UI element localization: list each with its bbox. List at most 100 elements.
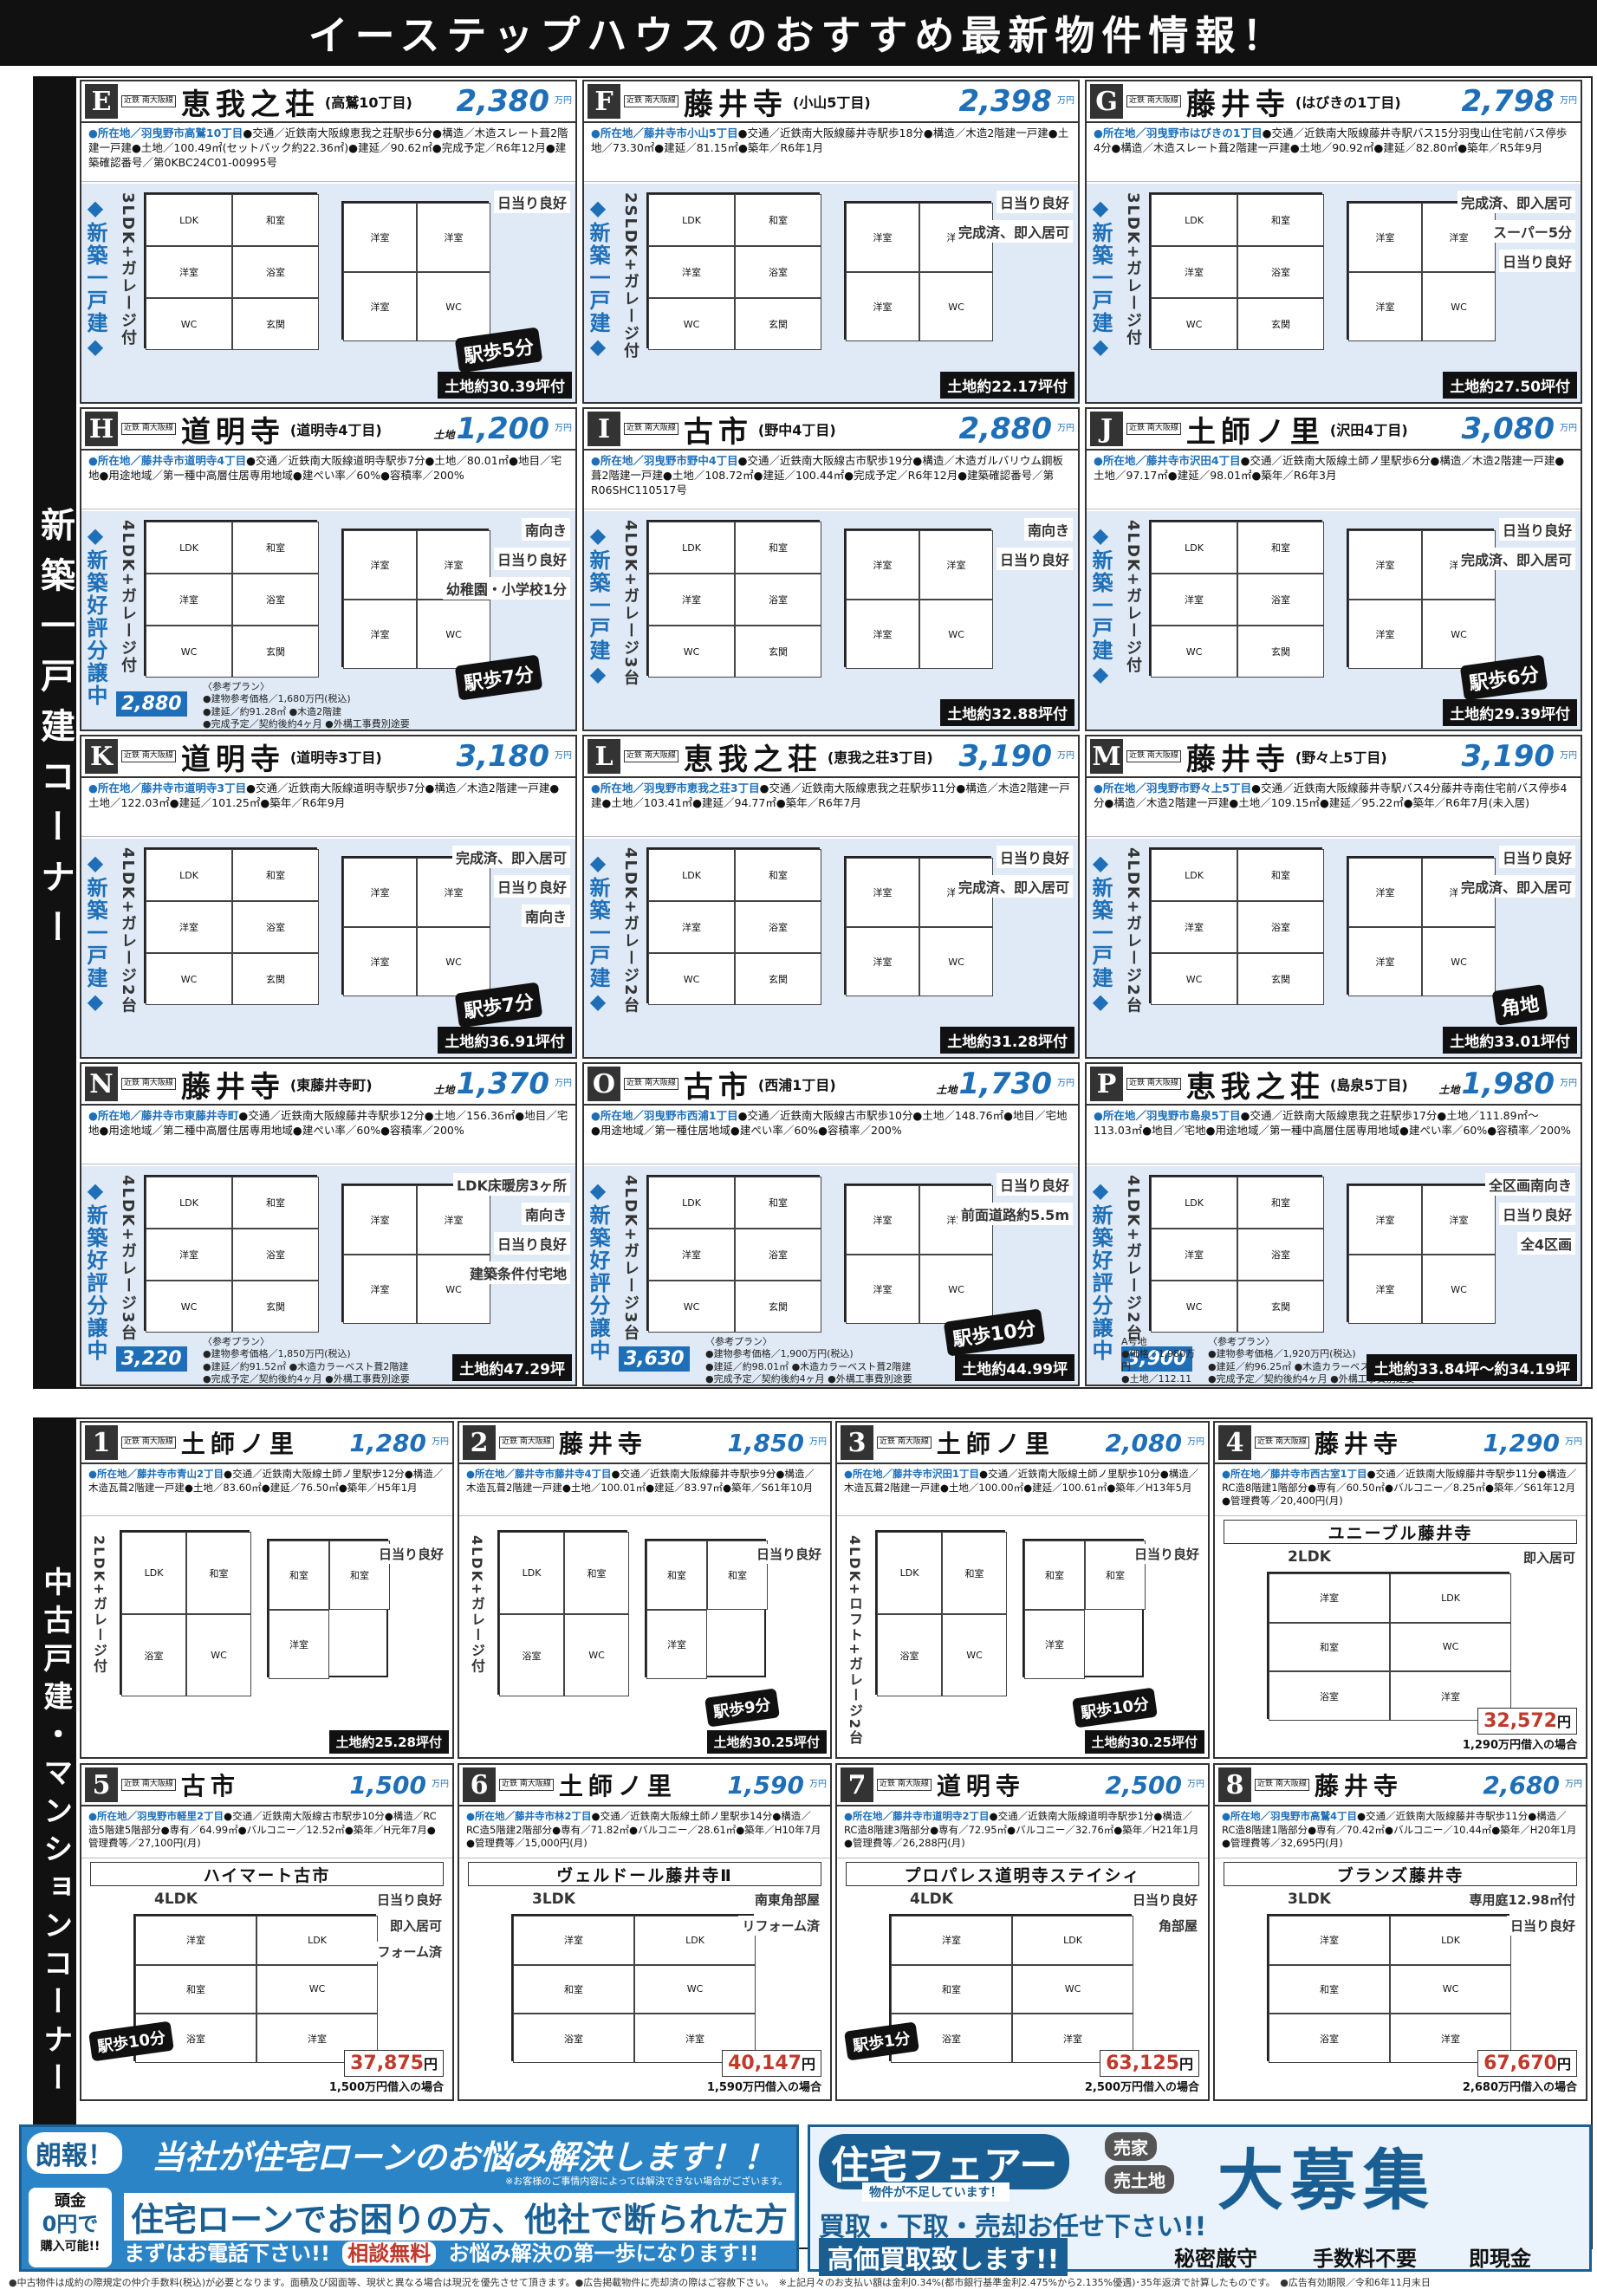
used-info: ●所在地／藤井寺市西古室1丁目●交通／近鉄南大阪線藤井寺駅歩11分●構造／RC造… [1215, 1464, 1586, 1516]
rail-label: 近鉄 南大阪線 [499, 1437, 554, 1449]
property-tag: 全区画南向き [1484, 1173, 1575, 1196]
loan-note: ※お客様のご事情内容によっては解決できない場合がございます。 [504, 2176, 788, 2187]
room: LDK [634, 1916, 756, 1965]
room: 洋室 [417, 203, 490, 272]
property-tag: 前面道路約5.5m [957, 1203, 1073, 1225]
zero-down-badge: 頭金 0円で 購入可能!! [29, 2188, 112, 2267]
room: 和室 [1269, 1622, 1390, 1672]
reference-line: ●建延／約91.52㎡ ●木造カラーベスト葺2階建 [203, 1360, 409, 1372]
monthly-unit: 円 [1556, 2056, 1571, 2072]
reference-line: ●建物参考価格／1,900万円(税込) [705, 1348, 854, 1360]
shortage-note: 物件が不足しています！ [862, 2182, 1009, 2202]
layout-label: 2SLDK+ガレージ付 [621, 192, 639, 360]
used-details: ●交通／近鉄南大阪線藤井寺駅歩11分●構造／RC造8階建1階部分●専有／60.5… [1222, 1468, 1577, 1508]
new-build-ribbon: ◆新築一戸建◆ [1088, 196, 1113, 360]
property-tag: 全4区画 [1516, 1232, 1575, 1255]
used-name: 藤井寺 [1314, 1772, 1403, 1800]
room: 浴室 [735, 246, 821, 298]
price-value: 2,880 [958, 412, 1052, 446]
room: 洋室 [417, 1185, 490, 1255]
property-area: (東藤井寺町) [289, 1077, 373, 1093]
property-tag: 日当り良好 [493, 1232, 570, 1255]
property-name: 藤井寺 [1185, 87, 1290, 122]
property-name: 藤井寺 [180, 1069, 285, 1105]
property-body: ◆新築好評分譲中◆4LDK+ガレージ付LDK和室洋室浴室WC玄関洋室洋室洋室WC… [81, 511, 575, 730]
room: 洋室 [1348, 1255, 1422, 1324]
price-unit: 万円 [1560, 96, 1577, 106]
reference-line: ●完成予定／契約後約4ヶ月 ●外構工事費別途要 [705, 1372, 912, 1385]
used-price: 1,290 [1483, 1428, 1560, 1457]
property-tag: スーパー5分 [1490, 220, 1575, 243]
room: 洋室 [343, 530, 417, 600]
zero-line-2: 0円で [42, 2212, 99, 2237]
property-location: ●所在地／藤井寺市沢田4丁目 [1094, 454, 1241, 467]
monthly-payment: 32,572円 [1477, 1708, 1577, 1735]
room: 洋室 [648, 246, 735, 298]
property-area: (恵我之荘3丁目) [827, 749, 933, 766]
land-area: 土地約33.84坪〜約34.19坪 [1367, 1354, 1577, 1381]
room: WC [1422, 927, 1496, 996]
room: 洋室 [846, 203, 919, 272]
used-number: 2 [463, 1425, 496, 1460]
price-unit: 万円 [1560, 424, 1577, 433]
property-name: 道明寺 [180, 742, 285, 777]
room: 洋室 [513, 1916, 634, 1965]
property-area: (道明寺4丁目) [289, 422, 382, 438]
used-info: ●所在地／藤井寺市青山2丁目●交通／近鉄南大阪線土師ノ里駅歩12分●構造／木造瓦… [81, 1464, 452, 1516]
room: LDK [121, 1532, 186, 1614]
monthly-value: 32,572 [1483, 1710, 1557, 1732]
total-price: 2,880 [116, 691, 187, 717]
zero-line-1: 頭金 [55, 2192, 86, 2210]
room: 洋室 [648, 901, 735, 953]
used-corner-label: 中古戸建・マンションコーナー [33, 1417, 76, 2249]
price-value: 3,190 [1461, 739, 1555, 774]
room: 洋室 [648, 574, 735, 626]
land-area: 土地約30.25坪付 [706, 1730, 827, 1754]
room: 浴室 [499, 1614, 564, 1696]
layout-label: 2LDK [1284, 1547, 1334, 1566]
layout-label: 4LDK+ガレージ付 [1124, 520, 1142, 674]
property-details: ●交通／近鉄南大阪線藤井寺駅バス4分藤井寺南住宅前バス停歩4分●構造／木造2階建… [1094, 782, 1568, 809]
room: 玄関 [1237, 626, 1324, 678]
used-info: ●所在地／藤井寺市藤井寺4丁目●交通／近鉄南大阪線藤井寺駅歩9分●構造／木造瓦葺… [459, 1464, 830, 1516]
used-location: ●所在地／羽曳野市軽里2丁目 [88, 1810, 224, 1822]
property-price: 2,380 [456, 84, 549, 119]
rail-label: 近鉄 南大阪線 [1126, 95, 1181, 107]
property-details: ●交通／近鉄南大阪線恵我之荘駅歩6分●構造／木造スレート葺2階建一戸建●土地／1… [88, 126, 568, 169]
